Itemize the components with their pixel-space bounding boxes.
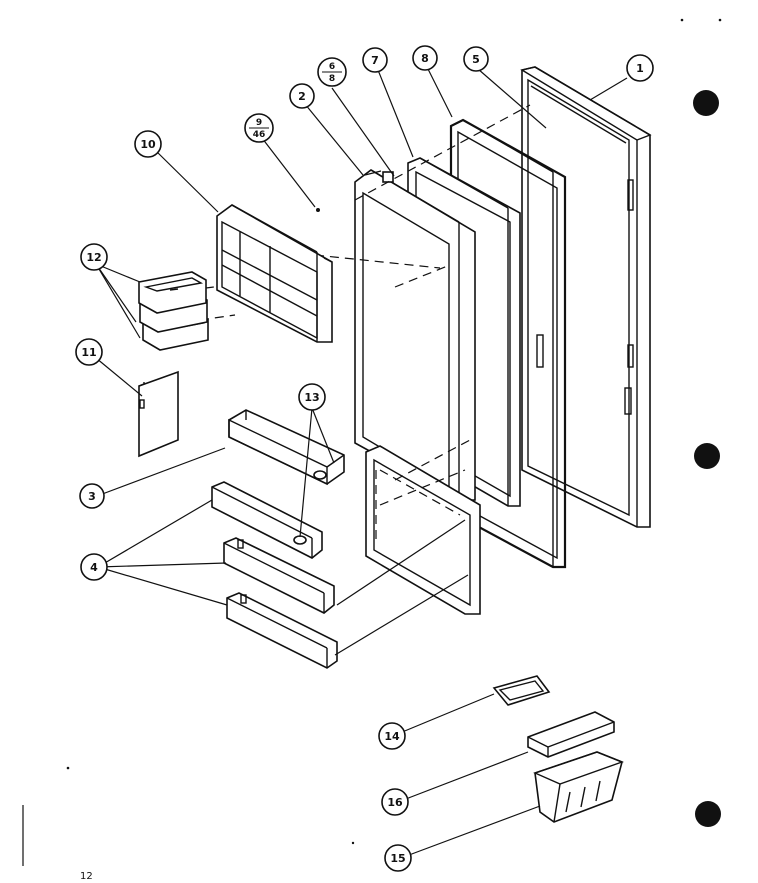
speck bbox=[680, 18, 684, 22]
callout-3-label: 3 bbox=[88, 490, 96, 503]
page-number: 12 bbox=[80, 871, 93, 882]
binder-hole-middle bbox=[694, 443, 720, 469]
binder-hole-bottom bbox=[695, 801, 721, 827]
callout-2: 2 bbox=[289, 83, 315, 109]
callout-13: 13 bbox=[298, 383, 326, 411]
part-small-tray bbox=[492, 675, 551, 706]
callout-14: 14 bbox=[378, 722, 406, 750]
part-ice-bin bbox=[533, 751, 624, 823]
callout-13-label: 13 bbox=[304, 391, 319, 404]
binder-hole-top bbox=[693, 90, 719, 116]
callout-9-over-46: 9 46 bbox=[244, 113, 274, 143]
speck bbox=[718, 18, 722, 22]
callout-10: 10 bbox=[134, 130, 162, 158]
callout-10-label: 10 bbox=[140, 138, 156, 151]
callout-5-label: 5 bbox=[472, 53, 480, 66]
callout-4-label: 4 bbox=[90, 561, 98, 574]
callout-14-label: 14 bbox=[384, 730, 400, 743]
part-inner-door-liner bbox=[354, 169, 476, 501]
callout-15: 15 bbox=[384, 844, 412, 872]
part-dairy-cover bbox=[138, 370, 179, 458]
callout-3: 3 bbox=[79, 483, 105, 509]
callout-6-bottom: 8 bbox=[329, 74, 335, 84]
callout-2-label: 2 bbox=[298, 90, 306, 103]
callout-4: 4 bbox=[80, 553, 108, 581]
part-lower-door-frame bbox=[365, 445, 481, 615]
part-ice-bin-lid bbox=[527, 711, 615, 758]
part-door-bin-lower bbox=[226, 592, 338, 669]
callout-15-label: 15 bbox=[390, 852, 405, 865]
callout-1-label: 1 bbox=[636, 62, 644, 75]
part-outer-door-panel bbox=[520, 66, 652, 528]
callout-9-top: 9 bbox=[256, 118, 262, 128]
callout-9-bottom: 46 bbox=[253, 130, 266, 140]
callout-12: 12 bbox=[80, 243, 108, 271]
part-door-bin-upper bbox=[211, 481, 323, 559]
speck bbox=[351, 841, 355, 845]
callout-1: 1 bbox=[626, 54, 654, 82]
callout-5: 5 bbox=[463, 46, 489, 72]
leader-lines bbox=[95, 66, 628, 859]
speck bbox=[316, 208, 320, 212]
part-door-bin-large bbox=[228, 409, 345, 486]
callout-7: 7 bbox=[362, 47, 388, 73]
callout-16-label: 16 bbox=[387, 796, 403, 809]
callout-6-top: 6 bbox=[329, 62, 335, 72]
callout-16: 16 bbox=[381, 788, 409, 816]
callout-12-label: 12 bbox=[86, 251, 101, 264]
callout-11: 11 bbox=[75, 338, 103, 366]
callout-11-label: 11 bbox=[81, 346, 96, 359]
callout-8-label: 8 bbox=[421, 52, 429, 65]
speck bbox=[66, 766, 70, 770]
callout-6-over-8: 6 8 bbox=[317, 57, 347, 87]
callout-7-label: 7 bbox=[371, 54, 379, 67]
callout-8: 8 bbox=[412, 45, 438, 71]
part-stacked-containers bbox=[138, 271, 209, 351]
part-shelf-rack bbox=[216, 204, 333, 343]
